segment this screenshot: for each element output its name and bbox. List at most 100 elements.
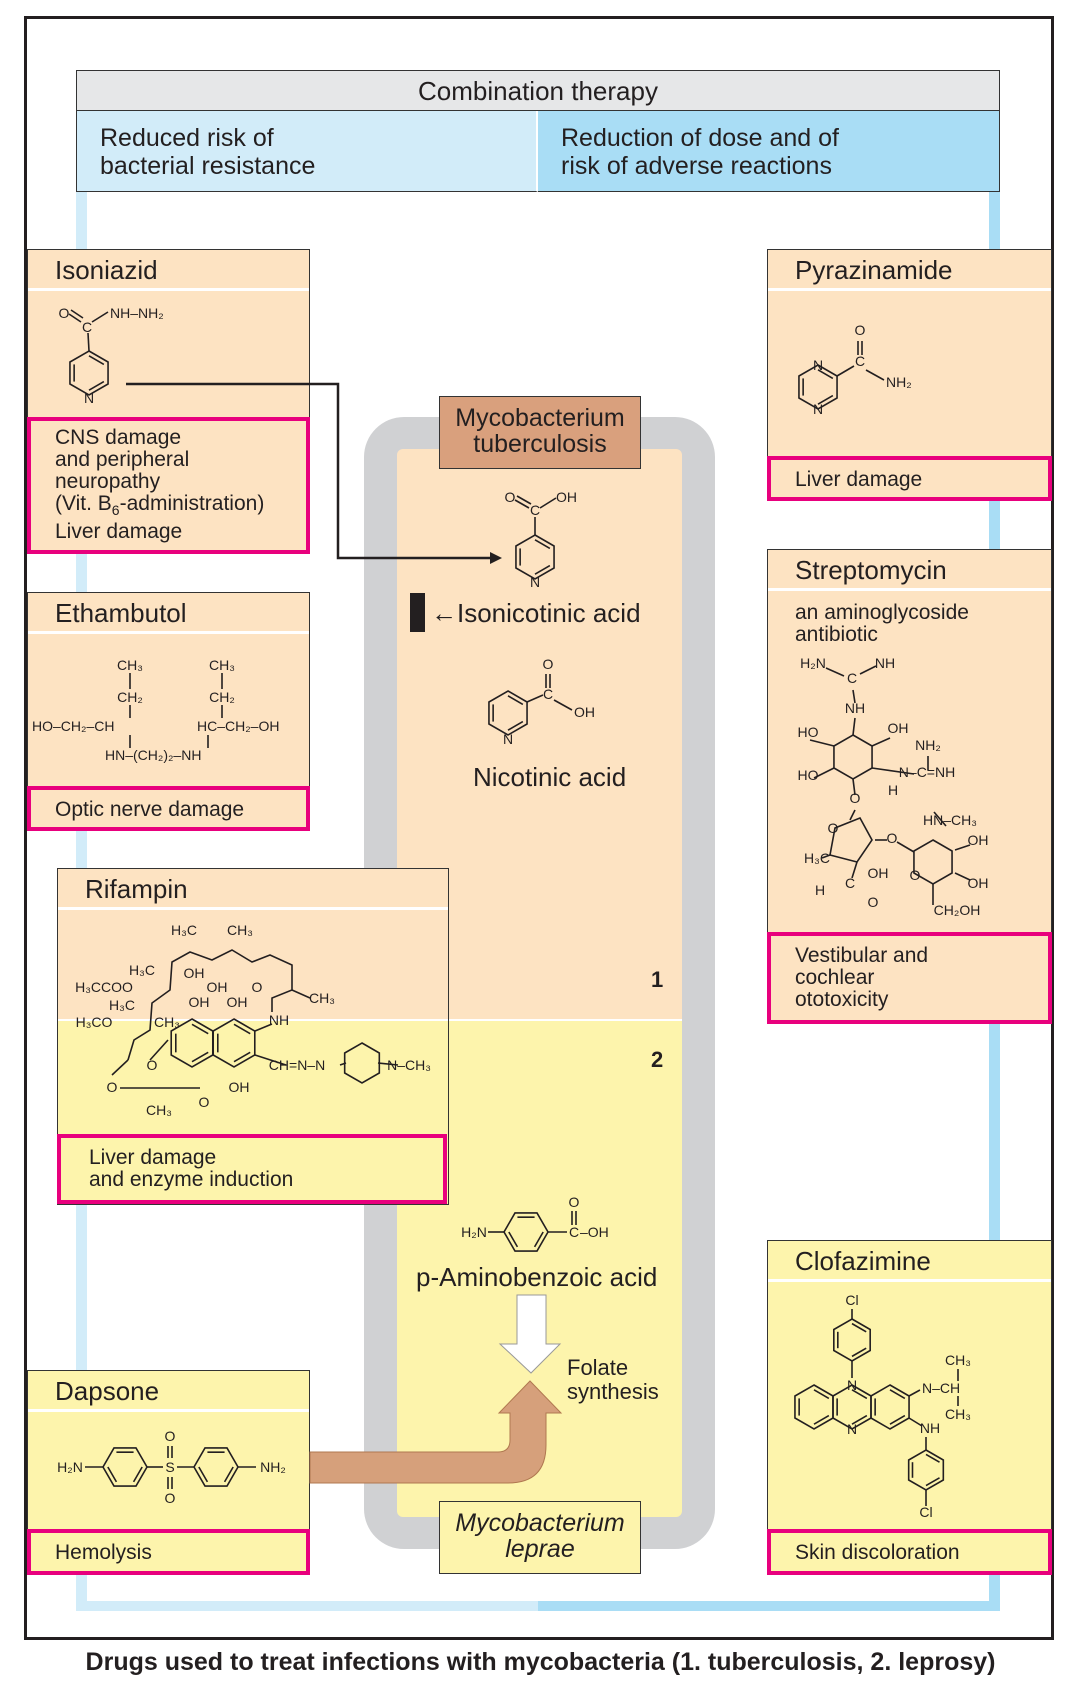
double-bond bbox=[851, 1414, 868, 1425]
double-bond bbox=[817, 394, 834, 405]
effect-line: cochlear bbox=[795, 966, 875, 989]
atom-label: O bbox=[910, 867, 921, 883]
atom-label: CH₂OH bbox=[934, 902, 981, 918]
atom-label: OH bbox=[888, 720, 909, 736]
ring-bond bbox=[212, 1018, 256, 1068]
benefit-line: bacterial resistance bbox=[100, 152, 316, 180]
double-bond bbox=[817, 369, 834, 380]
drug-card-isoniazid: Isoniazid CNS damage and peripheral neur… bbox=[27, 249, 310, 554]
atom-label: H₃CCOO bbox=[75, 979, 133, 995]
drug-title: Rifampin bbox=[58, 869, 448, 910]
atom-label: OH bbox=[968, 875, 989, 891]
drug-card-dapsone: Dapsone Hemolysis bbox=[27, 1370, 310, 1575]
ring-bond bbox=[503, 1212, 549, 1252]
bond bbox=[851, 861, 858, 879]
benefit-line: Reduced risk of bbox=[100, 124, 274, 152]
atom-label: O bbox=[850, 790, 861, 806]
atom-label: NH bbox=[845, 700, 865, 716]
bond bbox=[852, 717, 856, 736]
adverse-effects: CNS damage and peripheral neuropathy (Vi… bbox=[27, 417, 310, 554]
atom-label: O bbox=[543, 656, 554, 672]
class-line: antibiotic bbox=[795, 623, 878, 646]
atom-label: H₃CO bbox=[76, 1014, 113, 1030]
drug-card-pyrazinamide: Pyrazinamide Liver damage bbox=[767, 249, 1052, 501]
atom-label: CH₃ bbox=[945, 1352, 971, 1368]
atom-label: N bbox=[84, 390, 94, 406]
double-bond bbox=[88, 355, 105, 366]
adverse-effects: Hemolysis bbox=[27, 1529, 310, 1575]
bond bbox=[516, 495, 532, 505]
atom-label: CH₃ bbox=[146, 1102, 172, 1118]
atom-label: CH₃ bbox=[154, 1014, 180, 1030]
bond bbox=[933, 811, 947, 827]
atom-label: NH bbox=[920, 1420, 940, 1436]
atom-label: O bbox=[165, 1428, 176, 1444]
folate-synthesis-label: Folate synthesis bbox=[567, 1356, 659, 1404]
double-bond bbox=[233, 1023, 251, 1035]
atom-label: NH₂ bbox=[886, 374, 912, 390]
adverse-effects: Liver damage and enzyme induction bbox=[57, 1134, 447, 1204]
label-line: Mycobacterium bbox=[455, 1509, 625, 1537]
connector-arrowhead-icon bbox=[490, 552, 502, 564]
double-bond bbox=[534, 564, 551, 575]
double-bond bbox=[132, 1466, 143, 1483]
atom-label: NH₂ bbox=[260, 1459, 286, 1475]
effect-line: and peripheral bbox=[55, 448, 190, 471]
effect-line: Liver damage bbox=[55, 520, 183, 544]
blue-frame-bottom-right bbox=[538, 1601, 1000, 1611]
atom-label: CH₂ bbox=[209, 689, 235, 705]
bond bbox=[91, 311, 109, 323]
double-bond bbox=[851, 1347, 867, 1358]
double-bond bbox=[851, 1322, 867, 1333]
atom-label: C bbox=[530, 502, 540, 518]
atom-label: OH bbox=[868, 865, 889, 881]
atom-label: OH bbox=[184, 965, 205, 981]
atom-label: NH₂ bbox=[915, 737, 941, 753]
benefit-dose: Reduction of dose and of risk of adverse… bbox=[538, 111, 1000, 192]
atom-label: H₃C bbox=[129, 962, 155, 978]
atom-label: Cl bbox=[919, 1504, 932, 1520]
atom-label: O bbox=[855, 322, 866, 338]
atom-label: CH₃ bbox=[945, 1406, 971, 1422]
atom-label: O bbox=[252, 979, 263, 995]
double-bond bbox=[507, 695, 524, 706]
bond bbox=[825, 667, 845, 677]
bond bbox=[829, 816, 873, 863]
bond bbox=[809, 739, 835, 747]
atom-label: N bbox=[530, 574, 540, 590]
atom-label: OH bbox=[207, 979, 228, 995]
double-bond bbox=[507, 720, 524, 731]
atom-label: O bbox=[828, 820, 839, 836]
double-bond bbox=[533, 1231, 544, 1248]
effect-line: Hemolysis bbox=[55, 1541, 152, 1564]
double-bond bbox=[813, 1414, 830, 1425]
bond bbox=[865, 369, 885, 381]
bond bbox=[813, 767, 835, 779]
bond bbox=[852, 689, 856, 704]
tuberculosis-label: Mycobacterium tuberculosis bbox=[439, 396, 641, 469]
atom-label: NH–NH₂ bbox=[110, 305, 164, 321]
atom-label: O bbox=[107, 1079, 118, 1095]
atom-label: O bbox=[505, 489, 516, 505]
atom-label: NH bbox=[269, 1012, 289, 1028]
double-bond bbox=[534, 539, 551, 550]
nicotinic-acid-label: Nicotinic acid bbox=[473, 762, 627, 792]
effect-line: CNS damage bbox=[55, 426, 182, 449]
double-bond bbox=[88, 380, 105, 391]
atom-label: CH₃ bbox=[227, 922, 253, 938]
double-bond bbox=[925, 1477, 940, 1487]
effect-line: Optic nerve damage bbox=[55, 798, 245, 821]
bond bbox=[849, 809, 856, 821]
double-bond bbox=[191, 1051, 209, 1063]
benefit-line: risk of adverse reactions bbox=[561, 152, 832, 180]
atom-label: C bbox=[543, 686, 553, 702]
bond bbox=[291, 989, 311, 999]
adverse-effects: Vestibular and cochlear ototoxicity bbox=[767, 932, 1052, 1024]
ring-bond bbox=[907, 1449, 945, 1491]
bond bbox=[87, 332, 90, 352]
double-bond bbox=[198, 1466, 209, 1483]
inhibition-bar bbox=[410, 593, 425, 632]
double-bond bbox=[813, 1389, 830, 1400]
atom-label: OH bbox=[968, 832, 989, 848]
